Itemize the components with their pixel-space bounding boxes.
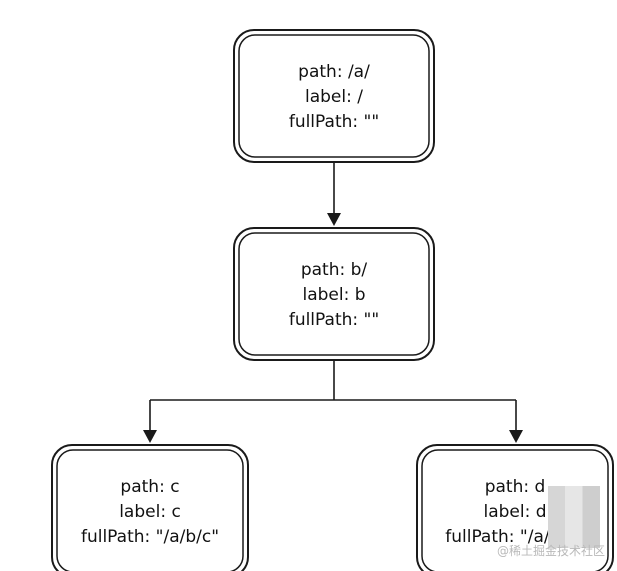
node-left-leaf: path: c label: c fullPath: "/a/b/c" [51,444,249,571]
watermark-text: @稀土掘金技术社区 [496,544,605,558]
node-root-fullpath: fullPath: "" [289,112,379,132]
node-root-label: label: / [305,87,363,107]
arrowhead-left-leaf [143,430,157,443]
edges [143,162,523,443]
node-left-leaf-label: label: c [119,502,181,522]
node-root: path: /a/ label: / fullPath: "" [233,29,435,163]
node-right-leaf-path: path: d [485,477,546,497]
node-right-leaf-label: label: d [483,502,546,522]
node-middle-label: label: b [302,285,365,305]
blurred-overlay [548,486,600,548]
node-middle: path: b/ label: b fullPath: "" [233,227,435,361]
node-middle-path: path: b/ [301,260,368,280]
node-left-leaf-fullpath: fullPath: "/a/b/c" [81,527,219,547]
node-left-leaf-path: path: c [120,477,179,497]
arrowhead-right-leaf [509,430,523,443]
node-root-path: path: /a/ [298,62,370,82]
node-right-leaf-fullpath: fullPath: "/a/b/d" [445,527,585,547]
arrowhead-middle [327,213,341,226]
node-middle-fullpath: fullPath: "" [289,310,379,330]
